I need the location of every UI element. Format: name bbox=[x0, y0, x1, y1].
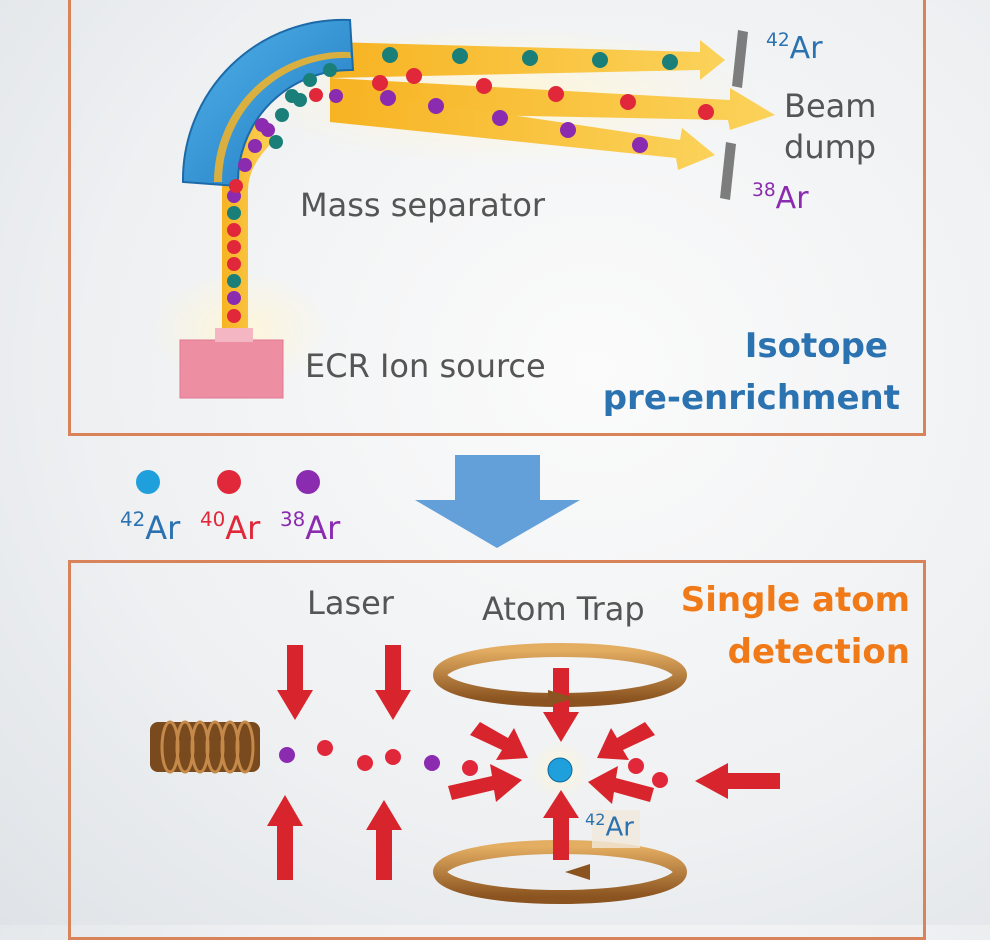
legend-label-ar42: 42Ar bbox=[120, 508, 180, 547]
atom-trap-label: Atom Trap bbox=[482, 590, 645, 628]
atom-beam-atoms bbox=[279, 740, 668, 788]
legend-ar42-mass: 42 bbox=[120, 508, 146, 531]
atom-source-solenoid bbox=[150, 720, 260, 774]
isotope-top-symbol: Ar bbox=[789, 31, 823, 67]
isotope-bottom-mass: 38 bbox=[752, 180, 776, 201]
isotope-top-mass: 42 bbox=[766, 30, 790, 51]
beam-dump-label: Beam dump bbox=[784, 86, 876, 168]
isotope-label-top: 42Ar bbox=[766, 30, 823, 66]
isotope-label-bottom: 38Ar bbox=[752, 180, 809, 216]
legend-ar40-symbol: Ar bbox=[225, 508, 261, 547]
legend-ar40-mass: 40 bbox=[200, 508, 226, 531]
coil-current-arrows bbox=[548, 690, 590, 880]
legend-ar38-mass: 38 bbox=[280, 508, 306, 531]
trapped-isotope-symbol: Ar bbox=[605, 812, 634, 843]
trapped-isotope-label: 42Ar bbox=[585, 810, 634, 842]
beam-middle bbox=[330, 78, 775, 130]
separator-atoms bbox=[238, 63, 343, 172]
mass-separator-label: Mass separator bbox=[300, 186, 546, 224]
source-atoms bbox=[227, 179, 243, 323]
legend-dot-ar38 bbox=[296, 470, 320, 494]
legend-dot-ar40 bbox=[217, 470, 241, 494]
top-panel-frame bbox=[68, 0, 926, 436]
bottom-panel-title-2: detection bbox=[727, 632, 910, 672]
top-panel-title-2: pre-enrichment bbox=[602, 378, 900, 418]
trapped-label-bg bbox=[592, 810, 640, 848]
beam-dump-line1: Beam bbox=[784, 87, 877, 125]
legend-label-ar40: 40Ar bbox=[200, 508, 260, 547]
laser-beams bbox=[267, 645, 780, 880]
process-arrow-icon bbox=[415, 455, 580, 548]
beam-lower bbox=[330, 88, 715, 170]
top-title-line1: Isotope bbox=[744, 326, 888, 366]
beam-upper-atoms bbox=[382, 47, 678, 70]
beam-lower-atoms bbox=[380, 90, 648, 153]
ecr-ion-source-label: ECR Ion source bbox=[305, 347, 546, 385]
legend bbox=[136, 470, 320, 494]
ion-source-nozzle bbox=[215, 328, 253, 342]
trapped-atom bbox=[547, 757, 573, 783]
bottom-panel-title-1: Single atom bbox=[680, 580, 910, 620]
beam-dump-lower bbox=[720, 142, 736, 200]
legend-dot-ar42 bbox=[136, 470, 160, 494]
beam-middle-atoms bbox=[372, 68, 714, 120]
trapped-isotope-mass: 42 bbox=[585, 810, 606, 829]
legend-ar38-symbol: Ar bbox=[305, 508, 341, 547]
top-panel-title: Isotope bbox=[745, 320, 888, 372]
laser-label: Laser bbox=[307, 584, 394, 622]
ecr-ion-source bbox=[179, 339, 284, 399]
isotope-bottom-symbol: Ar bbox=[775, 181, 809, 217]
beam-dump-line2: dump bbox=[784, 128, 877, 166]
legend-label-ar38: 38Ar bbox=[280, 508, 340, 547]
beam-dump-upper bbox=[732, 30, 748, 88]
legend-ar42-symbol: Ar bbox=[145, 508, 181, 547]
